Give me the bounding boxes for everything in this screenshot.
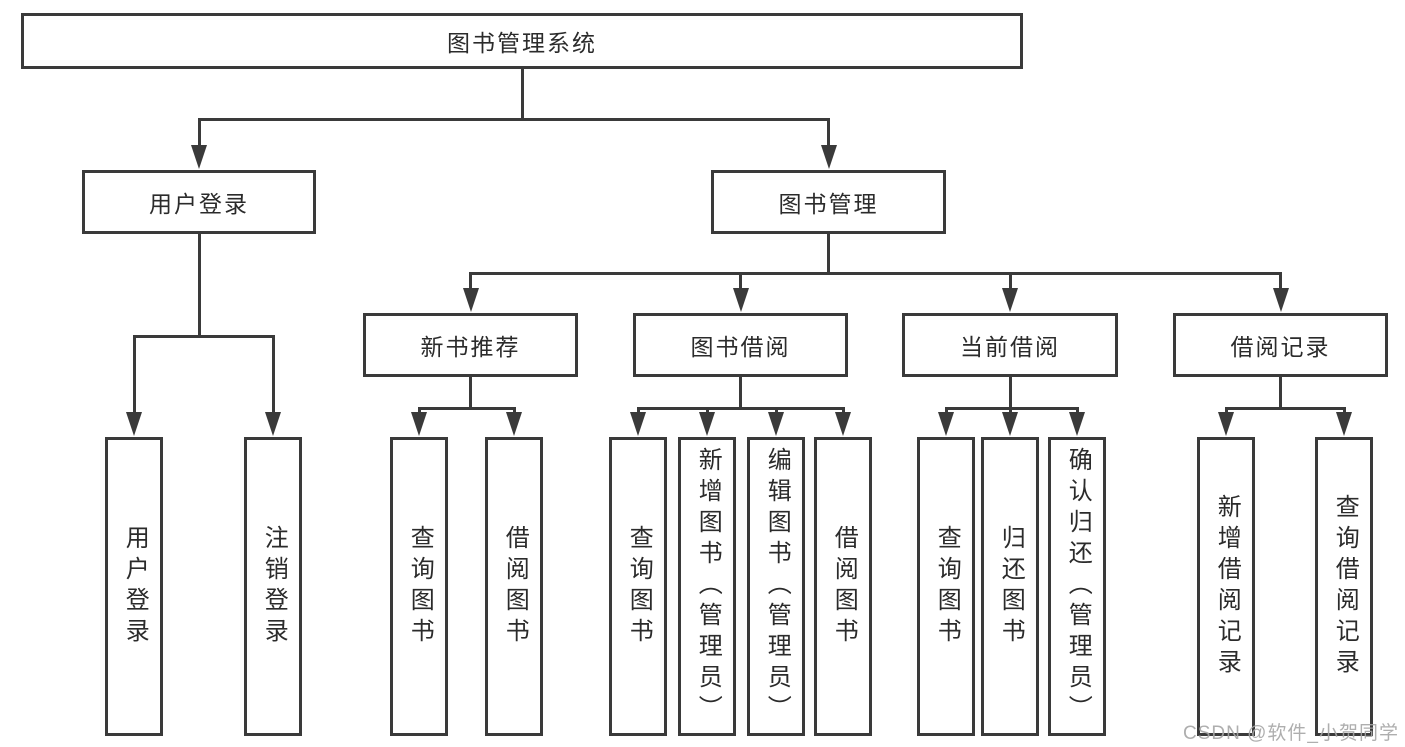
arrow-down-icon	[1069, 412, 1085, 436]
arrow-down-icon	[938, 412, 954, 436]
node-l1: 用户登录	[105, 437, 163, 736]
arrow-down-icon	[126, 412, 142, 436]
arrow-down-icon	[820, 145, 837, 169]
node-label: 新书推荐	[420, 334, 521, 360]
node-l5: 查询图书	[609, 437, 667, 736]
connector-stem	[827, 234, 830, 275]
connector-drop	[827, 118, 830, 152]
connector-stem	[469, 377, 472, 410]
node-mgmt: 图书管理	[711, 170, 946, 234]
node-l13: 查询借阅记录	[1315, 437, 1373, 736]
connector-drop	[197, 118, 201, 152]
watermark: CSDN @软件_小贺同学	[1183, 723, 1399, 744]
connector-drop	[1008, 272, 1012, 295]
connector-drop	[132, 335, 136, 419]
arrow-down-icon	[835, 412, 851, 436]
connector-bar	[197, 118, 830, 121]
node-label: 查询借阅记录	[1331, 493, 1359, 680]
node-l4: 借阅图书	[485, 437, 543, 736]
connector-stem	[739, 377, 742, 410]
node-login: 用户登录	[82, 170, 316, 234]
connector-stem	[197, 234, 201, 338]
arrow-down-icon	[462, 288, 479, 312]
arrow-down-icon	[506, 412, 522, 436]
node-borrow: 图书借阅	[633, 313, 848, 377]
arrow-down-icon	[768, 412, 784, 436]
arrow-down-icon	[1002, 412, 1018, 436]
node-l8: 借阅图书	[814, 437, 872, 736]
node-l11: 确认归还（管理员）	[1048, 437, 1106, 736]
connector-bar	[417, 407, 516, 410]
connector-drop	[1279, 272, 1282, 295]
connector-stem	[1279, 377, 1282, 410]
node-label: 图书借阅	[690, 334, 791, 360]
node-l6: 新增图书（管理员）	[678, 437, 736, 736]
node-label: 确认归还（管理员）	[1064, 447, 1092, 726]
connector-drop	[469, 272, 472, 295]
node-l9: 查询图书	[917, 437, 975, 736]
node-l2: 注销登录	[244, 437, 302, 736]
arrow-down-icon	[630, 412, 646, 436]
arrow-down-icon	[1002, 288, 1018, 312]
node-label: 当前借阅	[960, 334, 1060, 360]
arrow-down-icon	[191, 145, 207, 169]
arrow-down-icon	[1218, 412, 1234, 436]
arrow-down-icon	[699, 412, 715, 436]
node-newbook: 新书推荐	[363, 313, 578, 377]
connector-stem	[520, 69, 524, 121]
node-label: 用户登录	[149, 191, 249, 217]
node-label: 查询图书	[406, 524, 434, 649]
connector-bar	[469, 272, 1282, 275]
node-label: 注销登录	[260, 524, 288, 649]
node-label: 新增图书（管理员）	[694, 447, 722, 726]
node-label: 新增借阅记录	[1213, 493, 1241, 680]
node-label: 借阅图书	[501, 524, 529, 649]
connector-stem	[1008, 377, 1012, 410]
connector-bar	[636, 407, 845, 410]
connector-drop	[271, 335, 275, 419]
node-records: 借阅记录	[1173, 313, 1388, 377]
connector-bar	[944, 407, 1079, 410]
arrow-down-icon	[1336, 412, 1352, 436]
arrow-down-icon	[732, 288, 749, 312]
node-current: 当前借阅	[902, 313, 1118, 377]
node-l12: 新增借阅记录	[1197, 437, 1255, 736]
arrow-down-icon	[265, 412, 281, 436]
arrow-down-icon	[411, 412, 427, 436]
connector-bar	[132, 335, 275, 338]
node-label: 图书管理	[778, 191, 879, 217]
node-l7: 编辑图书（管理员）	[747, 437, 805, 736]
node-root: 图书管理系统	[21, 13, 1023, 69]
connector-drop	[739, 272, 742, 295]
node-label: 归还图书	[997, 524, 1025, 649]
node-label: 图书管理系统	[447, 30, 597, 56]
node-label: 编辑图书（管理员）	[763, 447, 791, 726]
node-label: 查询图书	[933, 524, 961, 649]
node-l3: 查询图书	[390, 437, 448, 736]
node-label: 查询图书	[625, 524, 653, 649]
connector-bar	[1224, 407, 1346, 410]
node-label: 用户登录	[121, 524, 149, 649]
node-label: 借阅图书	[830, 524, 858, 649]
node-l10: 归还图书	[981, 437, 1039, 736]
arrow-down-icon	[1272, 288, 1289, 312]
node-label: 借阅记录	[1230, 334, 1331, 360]
